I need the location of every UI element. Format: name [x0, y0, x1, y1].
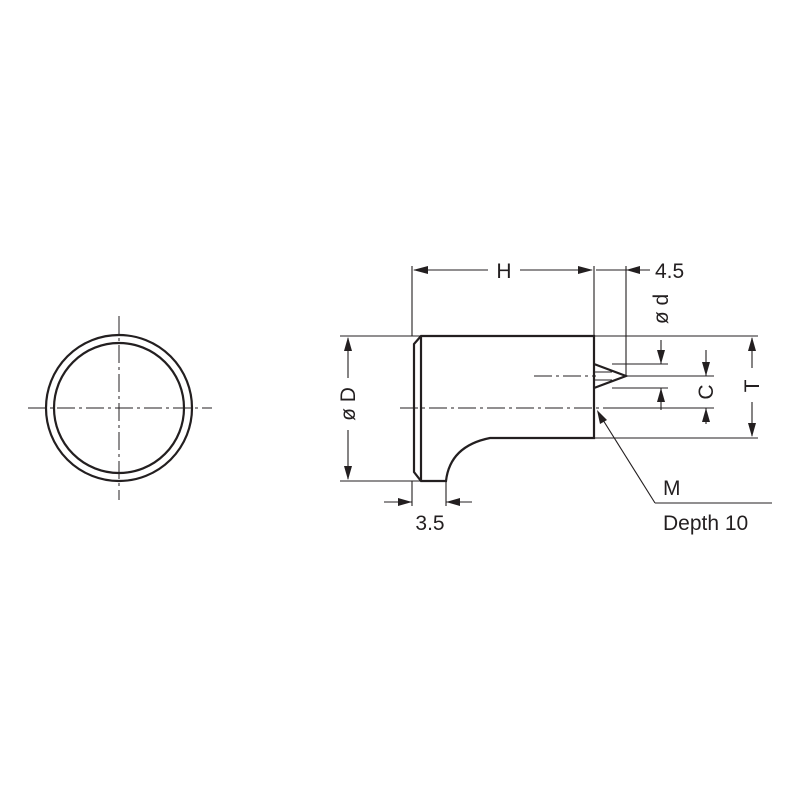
dimension-H: H [411, 260, 595, 336]
arrowhead [702, 362, 710, 376]
arrowhead [344, 466, 352, 480]
arrowhead [748, 423, 756, 437]
thread-callout: M Depth 10 [597, 410, 772, 535]
dimension-label-3-5: 3.5 [415, 512, 444, 535]
dimension-3-5: 3.5 [384, 481, 472, 535]
dimension-C: C [612, 350, 718, 424]
arrowhead [446, 498, 460, 506]
arrowhead [344, 337, 352, 351]
arrowhead [626, 266, 640, 274]
dimension-label-od: ø d [650, 294, 673, 324]
thread-depth-label: Depth 10 [663, 512, 748, 535]
thread-label-M: M [663, 477, 681, 500]
arrowhead [657, 350, 665, 364]
arrowhead [597, 410, 607, 424]
side-view [400, 334, 630, 483]
dimension-oD: ø D [337, 335, 421, 482]
arrowhead [413, 266, 428, 274]
dimension-label-T: T [741, 379, 764, 392]
arrowhead [657, 388, 665, 402]
arrowhead [578, 266, 593, 274]
dimension-label-H: H [496, 260, 511, 283]
dimension-od: ø d [612, 294, 673, 410]
arrowhead [702, 408, 710, 422]
arrowhead [398, 498, 412, 506]
dimension-T: T [594, 335, 764, 439]
leader-line [597, 411, 656, 504]
dimension-label-C: C [695, 384, 718, 399]
front-view [28, 316, 212, 500]
dimension-4-5: 4.5 [596, 260, 684, 376]
tap-drill-point [593, 362, 630, 390]
arrowhead [748, 337, 756, 351]
dimension-label-oD: ø D [337, 387, 360, 421]
dimension-label-4-5: 4.5 [655, 260, 684, 283]
